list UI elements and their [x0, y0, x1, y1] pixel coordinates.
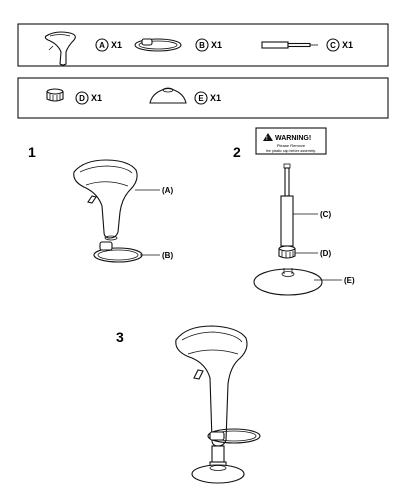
part-b-label: B X1 — [195, 38, 222, 52]
parts-box-1 — [17, 23, 389, 67]
svg-text:X1: X1 — [210, 93, 221, 103]
footrest-ring-icon — [134, 38, 182, 52]
warning-label: ! WARNING! Please Remove the plastic cap… — [255, 127, 327, 155]
step-1-seat — [73, 159, 138, 241]
step-2-cylinder — [280, 163, 294, 247]
step-3-number: 3 — [116, 329, 124, 345]
part-d-label: D X1 — [75, 91, 102, 105]
step-1-label-b: (B) — [162, 251, 173, 260]
step-2-label-e: (E) — [344, 276, 355, 285]
part-e-label: E X1 — [194, 91, 221, 105]
base-icon — [149, 87, 187, 104]
step-2-number: 2 — [233, 144, 241, 160]
svg-text:B: B — [199, 41, 205, 50]
step-1-number: 1 — [28, 144, 36, 160]
warning-triangle-icon — [263, 133, 273, 141]
nut-icon — [46, 88, 64, 102]
seat-icon — [44, 31, 76, 66]
svg-text:A: A — [99, 41, 105, 50]
step-1-footrest — [93, 241, 143, 263]
svg-text:Please Remove: Please Remove — [277, 143, 306, 148]
step-1-label-a: (A) — [162, 186, 173, 195]
parts-box-2 — [17, 77, 389, 119]
svg-text:X1: X1 — [91, 93, 102, 103]
svg-text:the plastic cap before assembl: the plastic cap before assembly. — [266, 149, 316, 153]
svg-text:E: E — [198, 94, 204, 103]
part-a-label: A X1 — [95, 38, 122, 52]
step-2-base — [253, 268, 323, 296]
part-c-label: C X1 — [326, 38, 353, 52]
step-2-label-c: (C) — [320, 210, 331, 219]
svg-text:X1: X1 — [342, 40, 353, 50]
svg-text:D: D — [79, 94, 85, 103]
step-2-nut — [278, 245, 296, 259]
svg-text:X1: X1 — [111, 40, 122, 50]
gas-cylinder-icon — [261, 41, 318, 49]
step-2-label-d: (D) — [320, 249, 331, 258]
svg-text:WARNING!: WARNING! — [275, 135, 311, 142]
step-3-assembled-stool — [175, 325, 261, 484]
svg-text:C: C — [330, 41, 336, 50]
svg-text:X1: X1 — [211, 40, 222, 50]
svg-text:!: ! — [266, 136, 268, 142]
